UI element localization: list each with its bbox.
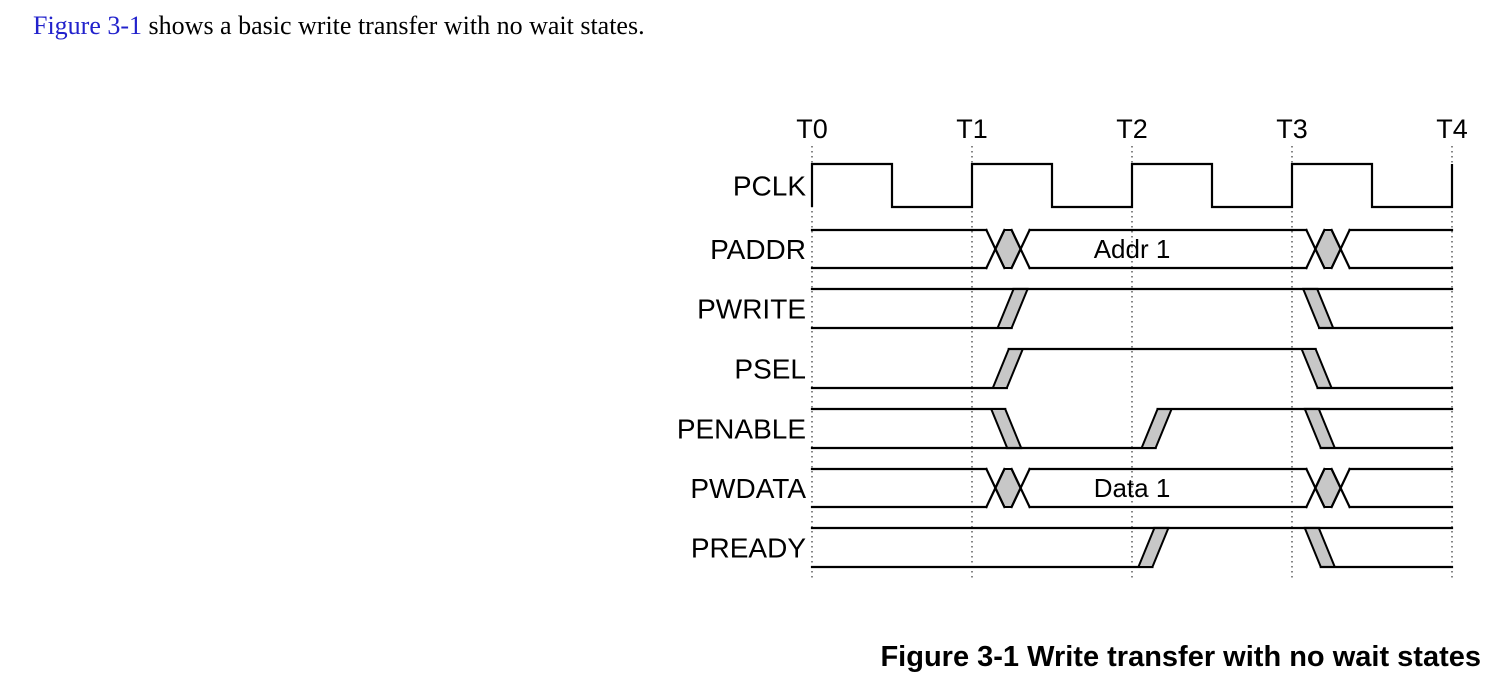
- bus-value-label: Addr 1: [1094, 234, 1171, 264]
- bus-value-label: Data 1: [1094, 473, 1171, 503]
- figure-link[interactable]: Figure 3-1: [33, 11, 143, 40]
- signal-label-psel: PSEL: [734, 354, 806, 385]
- signal-label-pclk: PCLK: [733, 171, 806, 202]
- time-label-t3: T3: [1276, 114, 1308, 144]
- bus-transition: [994, 229, 1022, 269]
- time-label-t4: T4: [1436, 114, 1468, 144]
- bus-cross-line: [984, 228, 1006, 270]
- transition-fall: [1300, 348, 1334, 389]
- time-label-t1: T1: [956, 114, 988, 144]
- waveform-pready: PREADY: [691, 526, 1454, 569]
- clock-wave: [810, 162, 1454, 209]
- bus-cross-line: [1330, 467, 1352, 509]
- transition-rise: [1140, 408, 1174, 449]
- bus-cross-line: [1304, 228, 1326, 270]
- signal-label-paddr: PADDR: [710, 234, 806, 265]
- waveform-psel: PSEL: [734, 347, 1454, 390]
- bus-transition: [994, 468, 1022, 508]
- transition-fall: [1303, 408, 1337, 449]
- waveform-paddr: PADDR Addr 1: [710, 228, 1454, 270]
- bus-transition: [1314, 468, 1342, 508]
- transition-fall: [1301, 288, 1335, 329]
- bus-cross-line: [1330, 228, 1352, 270]
- waveform-pclk: PCLK: [733, 162, 1454, 209]
- signal-label-penable: PENABLE: [677, 414, 806, 445]
- transition-fall: [1303, 527, 1337, 568]
- bus-cross-line: [1010, 467, 1032, 509]
- transition-rise: [996, 288, 1030, 329]
- bus-cross-line: [1304, 467, 1326, 509]
- bus-cross-line: [1010, 228, 1032, 270]
- transition-rise: [991, 348, 1025, 389]
- intro-text: shows a basic write transfer with no wai…: [142, 11, 645, 40]
- figure-caption: Figure 3-1 Write transfer with no wait s…: [880, 641, 1481, 673]
- waveform-pwdata: PWDATA Data 1: [690, 467, 1454, 509]
- signal-label-pwdata: PWDATA: [690, 473, 806, 504]
- time-label-t2: T2: [1116, 114, 1148, 144]
- bus-transition: [1314, 229, 1342, 269]
- bus-cross-line: [984, 467, 1006, 509]
- signal-label-pready: PREADY: [691, 533, 806, 564]
- transition-fall: [989, 408, 1023, 449]
- time-label-t0: T0: [796, 114, 828, 144]
- signal-label-pwrite: PWRITE: [697, 294, 806, 325]
- waveform-penable: PENABLE: [677, 407, 1454, 450]
- transition-rise: [1136, 527, 1170, 568]
- waveform-pwrite: PWRITE: [697, 287, 1454, 330]
- intro-paragraph: Figure 3-1 shows a basic write transfer …: [33, 11, 645, 41]
